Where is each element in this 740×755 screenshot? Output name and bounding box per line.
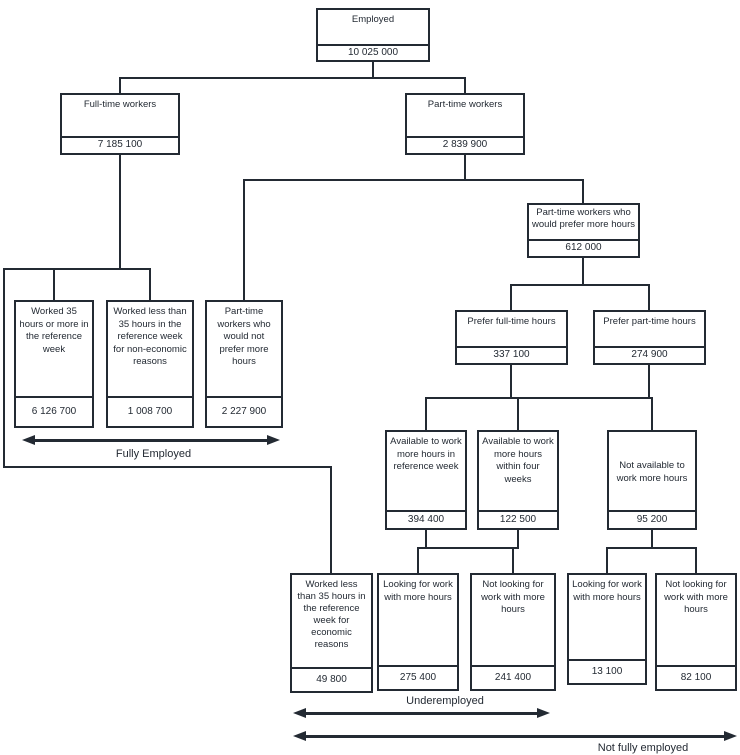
connector-line: [510, 284, 650, 286]
node-value: 241 400: [472, 665, 554, 689]
node-looking-for-more-hours-not-available: Looking for work with more hours 13 100: [567, 573, 647, 685]
node-value: 2 227 900: [207, 396, 281, 426]
node-label: Not available to work more hours: [616, 460, 688, 484]
connector-line: [243, 179, 584, 181]
underemployed-label: Underemployed: [406, 695, 484, 707]
arrowhead-left-icon: [293, 708, 306, 718]
node-not-available-more-hours: Not available to work more hours 95 200: [607, 430, 697, 530]
connector-line: [53, 268, 55, 301]
arrow-bar: [306, 734, 724, 738]
node-label: Full-time workers: [83, 99, 157, 110]
node-prefer-part-time-hours: Prefer part-time hours 274 900: [593, 310, 706, 365]
fully-employed-label: Fully Employed: [115, 448, 192, 460]
node-label: Part-time workers: [427, 99, 503, 110]
connector-line: [3, 268, 5, 468]
connector-line: [651, 530, 653, 549]
connector-line: [425, 530, 427, 549]
connector-line: [510, 365, 512, 399]
connector-line: [119, 77, 121, 94]
not-fully-employed-label: Not fully employed: [597, 742, 689, 754]
node-label: Prefer part-time hours: [603, 316, 696, 327]
node-label: Worked less than 35 hours in the referen…: [297, 579, 366, 650]
connector-line: [517, 397, 519, 431]
connector-line: [517, 530, 519, 549]
node-value: 82 100: [657, 665, 735, 689]
node-label: Looking for work with more hours: [383, 579, 453, 603]
node-label: Available to work more hours in referenc…: [390, 436, 462, 472]
connector-line: [3, 268, 151, 270]
connector-line: [425, 397, 653, 399]
connector-line: [464, 155, 466, 181]
connector-line: [243, 179, 245, 301]
node-label: Available to work more hours within four…: [482, 436, 554, 485]
connector-line: [582, 179, 584, 204]
arrowhead-right-icon: [537, 708, 550, 718]
node-worked-less-economic: Worked less than 35 hours in the referen…: [290, 573, 373, 693]
arrow-bar: [306, 711, 537, 715]
connector-line: [330, 466, 332, 574]
node-available-reference-week: Available to work more hours in referenc…: [385, 430, 467, 530]
fully-employed-span-arrow: [22, 434, 280, 446]
node-label: Looking for work with more hours: [572, 579, 642, 603]
node-value: 10 025 000: [318, 44, 428, 60]
connector-line: [425, 397, 427, 431]
node-value: 612 000: [529, 239, 638, 256]
node-part-time-workers: Part-time workers 2 839 900: [405, 93, 525, 155]
node-label: Part-time workers who would prefer more …: [532, 207, 635, 230]
node-value: 13 100: [569, 659, 645, 683]
node-value: 275 400: [379, 665, 457, 689]
arrowhead-right-icon: [267, 435, 280, 445]
connector-line: [651, 397, 653, 431]
connector-line: [372, 62, 374, 78]
connector-line: [149, 268, 151, 301]
connector-line: [648, 365, 650, 399]
node-label: Worked less than 35 hours in the referen…: [113, 306, 187, 367]
node-not-looking-for-more-hours-not-available: Not looking for work with more hours 82 …: [655, 573, 737, 691]
arrow-bar: [35, 438, 267, 442]
connector-line: [695, 547, 697, 574]
node-label: Worked 35 hours or more in the reference…: [19, 306, 89, 355]
node-label: Not looking for work with more hours: [481, 579, 545, 615]
connector-line: [606, 547, 608, 574]
node-full-time-workers: Full-time workers 7 185 100: [60, 93, 180, 155]
node-pt-would-not-prefer-more-hours: Part-time workers who would not prefer m…: [205, 300, 283, 428]
arrowhead-right-icon: [724, 731, 737, 741]
node-prefer-full-time-hours: Prefer full-time hours 337 100: [455, 310, 568, 365]
connector-line: [648, 284, 650, 311]
node-label: Employed: [351, 14, 395, 25]
connector-line: [512, 547, 514, 574]
node-value: 2 839 900: [407, 136, 523, 153]
node-value: 1 008 700: [108, 396, 192, 426]
connector-line: [510, 284, 512, 311]
node-value: 6 126 700: [16, 396, 92, 426]
node-value: 394 400: [387, 510, 465, 528]
node-looking-for-more-hours: Looking for work with more hours 275 400: [377, 573, 459, 691]
node-value: 337 100: [457, 346, 566, 363]
connector-line: [464, 77, 466, 94]
node-value: 122 500: [479, 510, 557, 528]
node-value: 7 185 100: [62, 136, 178, 153]
connector-line: [417, 547, 419, 574]
arrowhead-left-icon: [22, 435, 35, 445]
node-label: Part-time workers who would not prefer m…: [217, 306, 271, 367]
connector-line: [582, 258, 584, 286]
node-worked-less-non-economic: Worked less than 35 hours in the referen…: [106, 300, 194, 428]
node-available-four-weeks: Available to work more hours within four…: [477, 430, 559, 530]
node-pt-would-prefer-more-hours: Part-time workers who would prefer more …: [527, 203, 640, 258]
node-value: 274 900: [595, 346, 704, 363]
connector-line: [119, 155, 121, 270]
node-label: Prefer full-time hours: [467, 316, 556, 327]
node-worked-35-or-more: Worked 35 hours or more in the reference…: [14, 300, 94, 428]
node-employed: Employed 10 025 000: [316, 8, 430, 62]
node-not-looking-for-more-hours: Not looking for work with more hours 241…: [470, 573, 556, 691]
node-value: 95 200: [609, 510, 695, 528]
not-fully-employed-span-arrow: [293, 730, 737, 742]
arrowhead-left-icon: [293, 731, 306, 741]
connector-line: [3, 466, 332, 468]
underemployed-span-arrow: [293, 707, 550, 719]
connector-line: [119, 77, 466, 79]
node-value: 49 800: [292, 667, 371, 691]
connector-line: [417, 547, 519, 549]
node-label: Not looking for work with more hours: [664, 579, 728, 615]
